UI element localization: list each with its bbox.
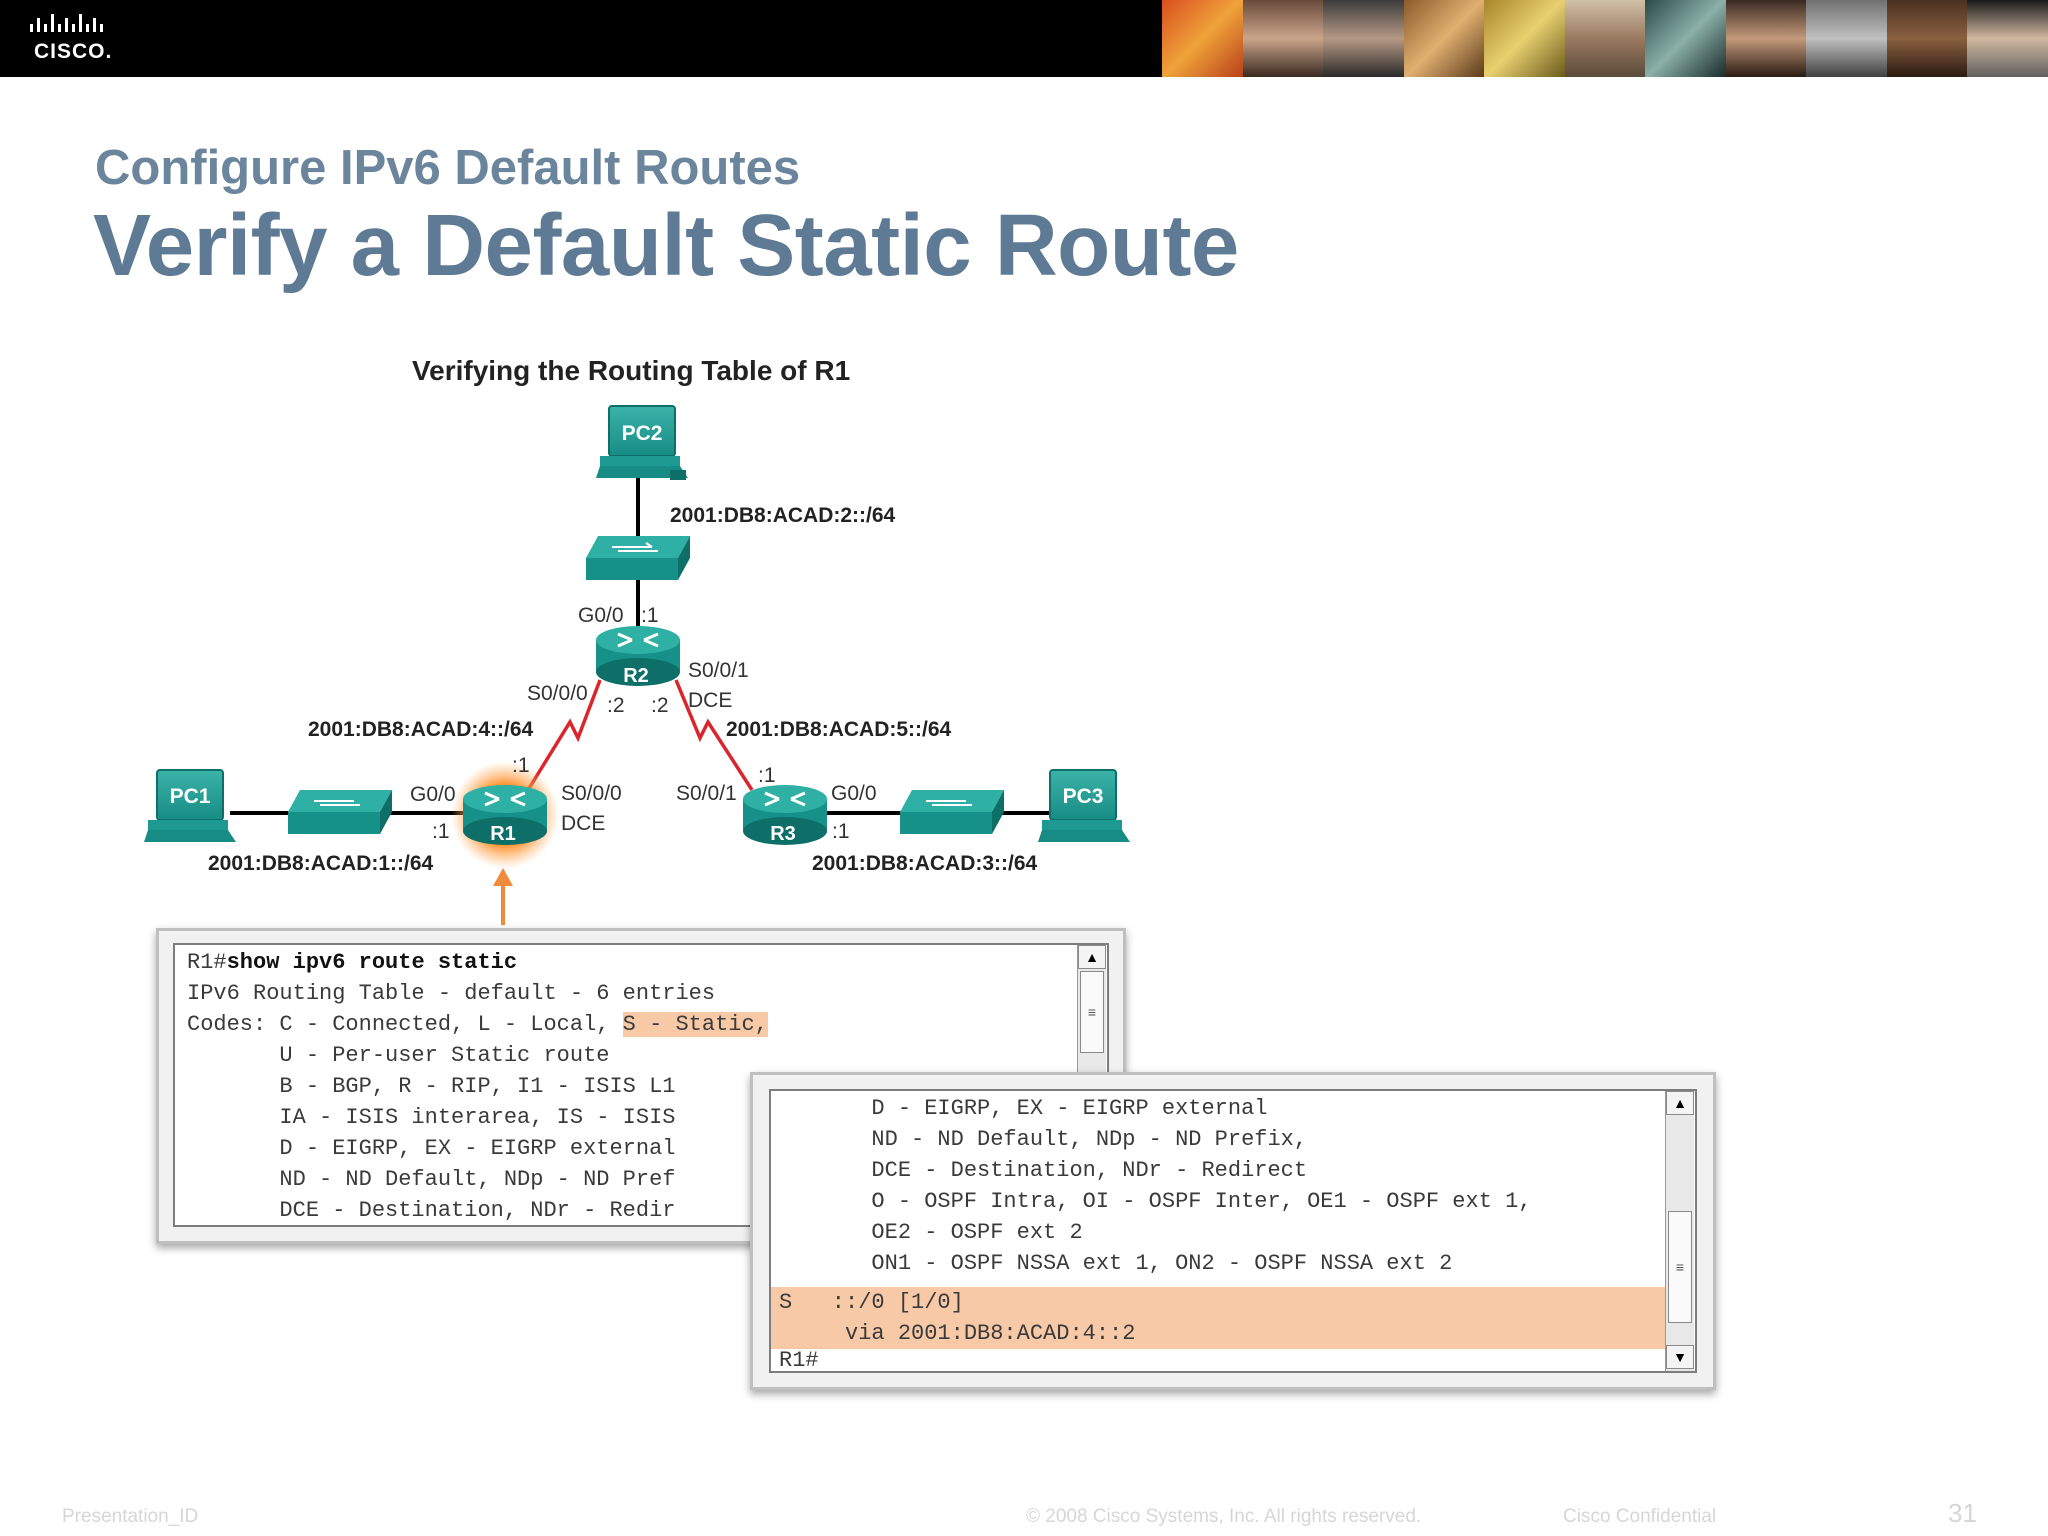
r1-s000-label: S0/0/0 (561, 782, 622, 805)
network-label-3: 2001:DB8:ACAD:3::/64 (812, 852, 1038, 875)
terminal1-line: U - Per-user Static route (187, 1043, 610, 1068)
terminal-window-2: D - EIGRP, EX - EIGRP external ND - ND D… (750, 1072, 1716, 1390)
terminal1-line: Codes: C - Connected, L - Local, (187, 1012, 623, 1037)
pc3-icon: PC3 (1038, 769, 1130, 842)
scroll-thumb[interactable]: ≡ (1080, 971, 1104, 1053)
cisco-logo: CISCO. (28, 12, 128, 66)
terminal2-line: O - OSPF Intra, OI - OSPF Inter, OE1 - O… (779, 1189, 1532, 1214)
r2-s001-label: S0/0/1 (688, 659, 749, 682)
r2-g00-host-label: :1 (641, 604, 659, 627)
r2-dce-label: DCE (688, 689, 732, 712)
r3-g00-host-label: :1 (832, 820, 850, 843)
pc3-label: PC3 (1063, 785, 1104, 808)
terminal1-line: IPv6 Routing Table - default - 6 entries (187, 981, 716, 1006)
r1-g00-label: G0/0 (410, 783, 456, 806)
slide-title: Verify a Default Static Route (93, 197, 1239, 294)
serial-link-r2-r3 (674, 679, 754, 791)
terminal2-line: ND - ND Default, NDp - ND Prefix, (779, 1127, 1308, 1152)
scroll-thumb[interactable]: ≡ (1668, 1211, 1692, 1323)
terminal1-line: DCE - Destination, NDr - Redir (187, 1198, 676, 1223)
switch-right-icon (900, 790, 1004, 834)
terminal-1-output: R1#show ipv6 route static IPv6 Routing T… (187, 947, 768, 1225)
scrollbar[interactable]: ▲ ≡ ▼ (1665, 1091, 1694, 1371)
footer-confidential: Cisco Confidential (1563, 1506, 1717, 1527)
r1-dce-label: DCE (561, 812, 605, 835)
cisco-bridge-icon (30, 14, 103, 32)
command-text: show ipv6 route static (226, 950, 518, 975)
network-label-2: 2001:DB8:ACAD:2::/64 (670, 504, 896, 527)
terminal2-line: ON1 - OSPF NSSA ext 1, ON2 - OSPF NSSA e… (779, 1251, 1453, 1276)
scroll-up-icon[interactable]: ▲ (1078, 945, 1106, 969)
prompt-end: R1# (779, 1348, 819, 1373)
router-r2-icon: R2 (596, 626, 680, 687)
network-label-4: 2001:DB8:ACAD:4::/64 (308, 718, 534, 741)
serial-link-r1-r2 (526, 679, 602, 791)
switch-top-icon (586, 536, 690, 580)
terminal-2-output: D - EIGRP, EX - EIGRP external ND - ND D… (779, 1093, 1659, 1279)
terminal1-line: B - BGP, R - RIP, I1 - ISIS L1 (187, 1074, 676, 1099)
scroll-down-icon[interactable]: ▼ (1666, 1345, 1694, 1369)
r1-label: R1 (490, 823, 516, 845)
r3-s001-host-label: :1 (758, 764, 776, 787)
router-r3-icon: R3 (743, 785, 827, 845)
cisco-wordmark: CISCO. (34, 40, 113, 63)
r3-s001-label: S0/0/1 (676, 782, 737, 805)
figure-caption: Verifying the Routing Table of R1 (412, 355, 850, 386)
default-route-line: S ::/0 [1/0] (779, 1290, 964, 1315)
switch-left-icon (288, 790, 392, 834)
pc1-icon: PC1 (144, 769, 236, 842)
terminal2-line: D - EIGRP, EX - EIGRP external (779, 1096, 1268, 1121)
prompt: R1# (187, 950, 227, 975)
pc1-label: PC1 (170, 785, 211, 808)
header-photo-strip (1162, 0, 2048, 77)
default-route-highlight: S ::/0 [1/0] via 2001:DB8:ACAD:4::2 (771, 1287, 1665, 1349)
terminal1-line: D - EIGRP, EX - EIGRP external (187, 1136, 676, 1161)
pc2-label: PC2 (622, 422, 663, 445)
highlight-static: S - Static, (622, 1012, 768, 1037)
header-bar: CISCO. (0, 0, 2048, 77)
r3-g00-label: G0/0 (831, 782, 877, 805)
r2-s000-host-label: :2 (607, 694, 625, 717)
scroll-up-icon[interactable]: ▲ (1666, 1091, 1694, 1115)
next-hop-line: via 2001:DB8:ACAD:4::2 (779, 1321, 1136, 1346)
network-label-1: 2001:DB8:ACAD:1::/64 (208, 852, 434, 875)
slide-subtitle: Configure IPv6 Default Routes (95, 141, 801, 195)
r3-label: R3 (770, 823, 796, 845)
terminal2-line: OE2 - OSPF ext 2 (779, 1220, 1083, 1245)
page-number: 31 (1948, 1498, 1977, 1528)
r2-s000-label: S0/0/0 (527, 682, 588, 705)
terminal2-line: DCE - Destination, NDr - Redirect (779, 1158, 1308, 1183)
network-label-5: 2001:DB8:ACAD:5::/64 (726, 718, 952, 741)
r2-g00-label: G0/0 (578, 604, 624, 627)
r1-s000-host-label: :1 (512, 754, 530, 777)
footer-copyright: © 2008 Cisco Systems, Inc. All rights re… (1026, 1506, 1422, 1527)
terminal1-line: IA - ISIS interarea, IS - ISIS (187, 1105, 676, 1130)
r2-label: R2 (623, 665, 649, 687)
r1-g00-host-label: :1 (432, 820, 450, 843)
arrow-icon (493, 868, 513, 925)
pc2-icon: PC2 (596, 405, 688, 480)
terminal1-line: ND - ND Default, NDp - ND Pref (187, 1167, 676, 1192)
r2-s001-host-label: :2 (651, 694, 669, 717)
footer-presentation-id: Presentation_ID (62, 1506, 199, 1527)
router-r1-icon: R1 (451, 761, 559, 869)
